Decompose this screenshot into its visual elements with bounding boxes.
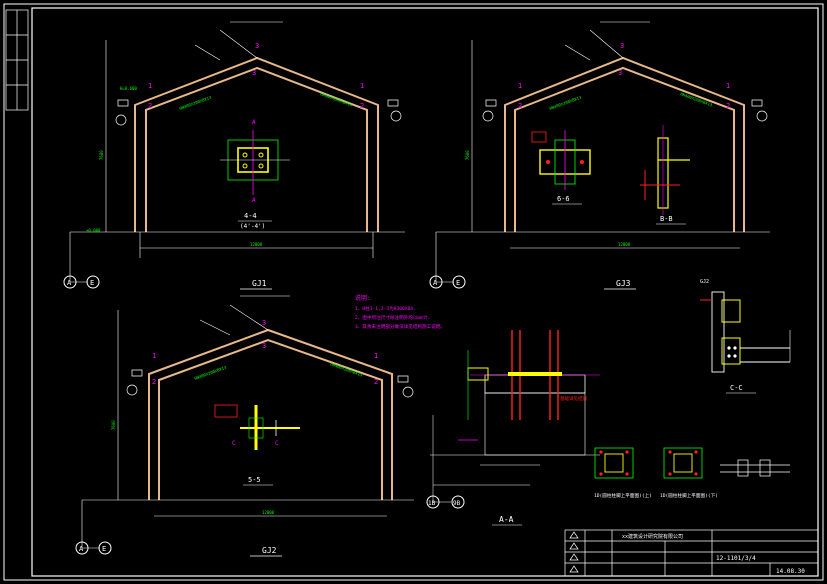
drawing-number: 12-1101/3/4	[716, 555, 756, 562]
gj2-dimension-lines	[81, 295, 414, 548]
svg-text:1: 1	[726, 82, 730, 90]
gj2-axis: A E	[75, 541, 112, 555]
sheet-border	[3, 3, 824, 581]
svg-text:基础详见结施: 基础详见结施	[560, 395, 587, 402]
s44-cut-top: A	[252, 119, 256, 126]
aa-axis-right: 9B	[453, 500, 461, 507]
svg-text:2: 2	[360, 102, 364, 110]
gj2-members	[148, 328, 393, 500]
svg-text:7600: 7600	[111, 420, 116, 430]
gj2-title: GJ2	[262, 546, 277, 555]
svg-text:3: 3	[262, 342, 266, 350]
s55-title: 5-5	[248, 476, 261, 484]
svg-text:7600: 7600	[99, 150, 104, 160]
detail-c-c: GJ2	[700, 279, 791, 373]
gj1-dim-text: 7600 12000 HN400X200X8X13 HN400X200X8X13…	[86, 86, 354, 247]
gj1-members	[134, 56, 379, 232]
aa-axis: 1B 9B	[426, 495, 465, 509]
gj3-dimension-lines	[435, 21, 770, 282]
frame-gj1: 7600 12000 HN400X200X8X13 HN400X200X8X13…	[63, 21, 405, 290]
svg-text:1: 1	[152, 352, 156, 360]
svg-text:1: 1	[148, 82, 152, 90]
svg-text:1: 1	[518, 82, 522, 90]
svg-text:3: 3	[252, 69, 256, 77]
gj2-axis-right: E	[102, 545, 106, 553]
s44-subtitle: (4'-4')	[240, 223, 265, 230]
gj1-axis-right: E	[90, 279, 94, 287]
company-name: xx建筑设计研究院有限公司	[622, 533, 683, 540]
svg-text:2: 2	[726, 102, 730, 110]
notes-heading: 说明:	[355, 294, 371, 302]
gj1-axis: A E	[63, 275, 100, 289]
svg-text:1: 1	[360, 82, 364, 90]
s66-title: 6-6	[557, 195, 570, 203]
sbb-title: B-B	[660, 215, 673, 223]
drawing-frame	[31, 7, 819, 577]
s55-cut-left: C	[232, 440, 236, 447]
sd1-title: 1D(圆柱柱脚上平面图)(上)	[594, 492, 652, 499]
scc-tag: GJ2	[700, 279, 709, 285]
svg-text:3: 3	[262, 319, 266, 327]
general-notes: 说明: 1、H柱1-1,3-3为H300X84, 2、图中所注尺寸除注明外均以m…	[355, 294, 445, 330]
detail-5-5: C C	[214, 404, 300, 450]
gj2-section-marks: 1 2 3 1 2 3	[152, 319, 378, 386]
note-line-1: 1、H柱1-1,3-3为H300X84,	[355, 305, 416, 312]
gj1-dimension-lines	[69, 21, 405, 282]
drawing-date: 14.08.30	[776, 568, 805, 575]
detail-b-b	[640, 125, 690, 215]
gj3-title: GJ3	[616, 279, 631, 288]
gj3-members	[504, 56, 745, 232]
svg-text:3: 3	[620, 42, 624, 50]
title-block	[564, 529, 819, 577]
revision-strip	[5, 9, 29, 111]
svg-text:12000: 12000	[250, 242, 263, 247]
svg-text:HN400X200X8X13: HN400X200X8X13	[549, 95, 583, 111]
svg-text:12000: 12000	[262, 510, 275, 515]
svg-text:3: 3	[255, 42, 259, 50]
scc-title: C-C	[730, 384, 743, 392]
saa-title: A-A	[499, 515, 514, 524]
gj2-axis-left: A	[79, 545, 84, 553]
svg-text:2: 2	[374, 378, 378, 386]
detail-a-a: 基础详见结施	[430, 330, 600, 502]
detail-1d-lower	[663, 447, 703, 479]
svg-text:7600: 7600	[465, 150, 470, 160]
svg-text:HN400X200X8X13: HN400X200X8X13	[330, 361, 364, 377]
gj3-axis-left: A	[433, 279, 438, 287]
gj3-section-marks: 1 2 3 1 2 3	[518, 42, 730, 110]
note-line-2: 2、图中所注尺寸除注明外均以mm计,	[355, 314, 430, 321]
aa-axis-left: 1B	[428, 500, 436, 507]
svg-text:HN400X200X8X13: HN400X200X8X13	[194, 365, 228, 381]
detail-4-4: A A	[220, 119, 290, 204]
gj1-axis-left: A	[67, 279, 72, 287]
gj1-section-marks: 1 2 3 1 2 3	[148, 42, 364, 110]
bolt-detail	[720, 459, 790, 477]
svg-text:1: 1	[374, 352, 378, 360]
frame-gj3: 7600 12000 HN400X200X8X13 HN400X200X8X13…	[429, 21, 770, 290]
svg-text:H=6.600: H=6.600	[120, 86, 137, 91]
svg-text:12000: 12000	[618, 242, 631, 247]
svg-text:2: 2	[518, 102, 522, 110]
svg-text:±0.000: ±0.000	[86, 228, 101, 233]
sd2-title: 1D(圆柱柱脚上平面图)(下)	[660, 492, 718, 499]
s55-cut-right: C	[275, 440, 279, 447]
gj3-axis: A E	[429, 275, 466, 289]
detail-1d-upper	[594, 447, 634, 479]
gj3-axis-right: E	[456, 279, 460, 287]
frame-gj2: 7600 12000 HN400X200X8X13 HN400X200X8X13…	[75, 295, 414, 557]
gj1-title: GJ1	[252, 279, 267, 288]
svg-text:3: 3	[618, 69, 622, 77]
note-line-3: 3、其余未注明部分做法详见结构施工说明。	[355, 323, 445, 330]
svg-text:HN400X200X8X13: HN400X200X8X13	[179, 95, 213, 111]
s44-title: 4-4	[244, 212, 257, 220]
s44-cut-bottom: A	[252, 197, 256, 204]
detail-6-6	[531, 130, 591, 190]
svg-text:2: 2	[152, 378, 156, 386]
svg-text:2: 2	[148, 102, 152, 110]
